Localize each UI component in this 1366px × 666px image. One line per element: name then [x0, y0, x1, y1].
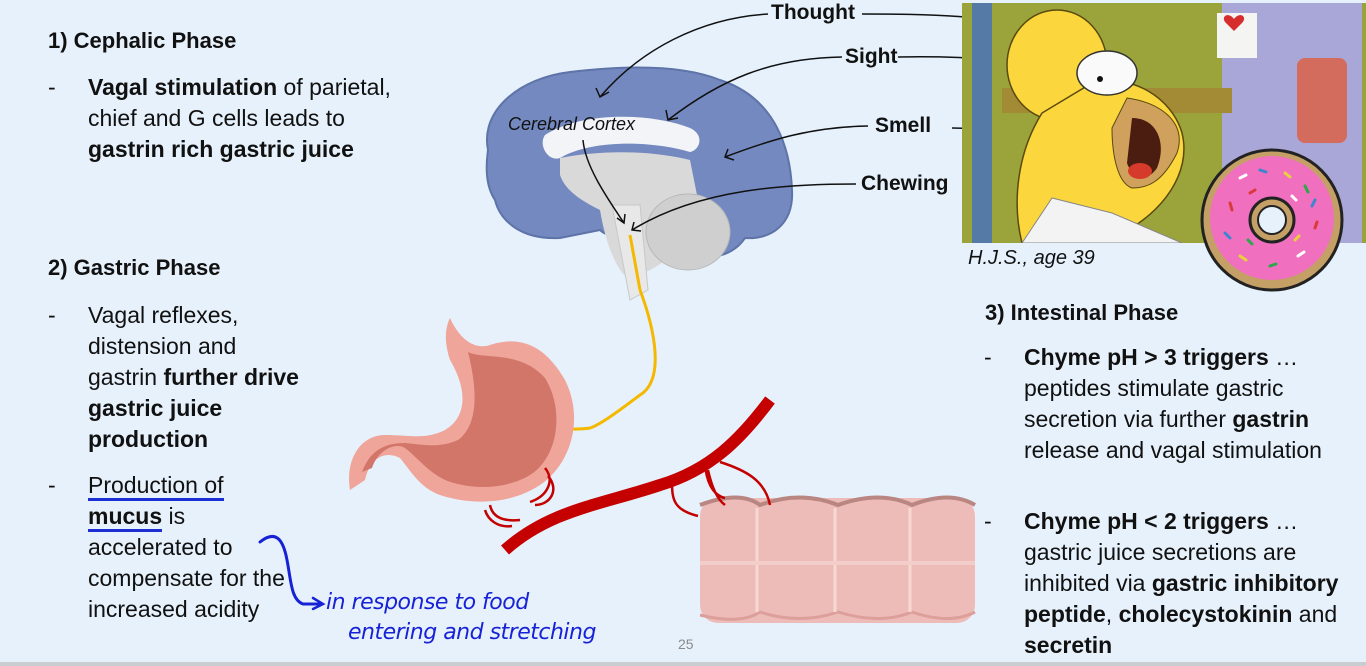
- intestinal-bullet-2: - Chyme pH < 2 triggers … gastric juice …: [984, 506, 1354, 661]
- stimulus-label-thought: Thought: [771, 1, 855, 24]
- body-text: is accelerated to compensate for the inc…: [88, 503, 285, 622]
- cephalic-phase-heading: 1) Cephalic Phase: [48, 28, 237, 53]
- body-text: of parietal, chief and G cells leads to: [88, 74, 391, 131]
- intestinal-bullet-1: - Chyme pH > 3 triggers … peptides stimu…: [984, 342, 1344, 466]
- donut-icon: [1200, 148, 1344, 292]
- body-text: and: [1292, 601, 1338, 627]
- bold-text: Chyme pH < 2 triggers: [1024, 508, 1269, 534]
- handwritten-annotation: in response to food entering and stretch…: [326, 588, 596, 648]
- bullet-dash: -: [984, 344, 992, 370]
- bold-text: gastrin rich gastric juice: [88, 136, 354, 162]
- bullet-dash: -: [48, 74, 56, 100]
- bullet-dash: -: [48, 302, 56, 328]
- annotation-line: in response to food: [326, 590, 529, 615]
- gastric-bullet-2: - Production of mucus is accelerated to …: [48, 470, 288, 625]
- handwritten-underline-text: Production of: [88, 472, 224, 501]
- body-text: ,: [1105, 601, 1119, 627]
- body-text: … peptides stimulate gastric secretion v…: [1024, 344, 1299, 432]
- page-number: 25: [678, 636, 694, 652]
- bold-text: further drive gastric juice production: [88, 364, 299, 452]
- gastric-phase-heading: 2) Gastric Phase: [48, 255, 221, 280]
- intestine-illustration: [699, 460, 977, 623]
- handwritten-underline-bold: mucus: [88, 503, 163, 532]
- cephalic-bullet: - Vagal stimulation of parietal, chief a…: [48, 72, 418, 165]
- bold-text: secretin: [1024, 632, 1113, 658]
- bullet-dash: -: [984, 508, 992, 534]
- cerebral-cortex-label: Cerebral Cortex: [508, 114, 636, 134]
- intestinal-phase-heading: 3) Intestinal Phase: [985, 300, 1179, 325]
- photo-caption: H.J.S., age 39: [968, 247, 1095, 269]
- bold-text: gastric inhibitory peptide: [1024, 570, 1339, 627]
- annotation-line: entering and stretching: [348, 620, 596, 645]
- stimulus-label-chewing: Chewing: [861, 172, 949, 195]
- stimulus-label-smell: Smell: [875, 114, 932, 137]
- body-text: … gastric juice secretions are inhibited…: [1024, 508, 1299, 596]
- brain-illustration: [485, 66, 794, 301]
- handwritten-arrow-icon: [258, 535, 326, 611]
- bold-text: Vagal stimulation: [88, 74, 278, 100]
- body-text: release and vagal stimulation: [1024, 437, 1322, 463]
- stomach-illustration: [349, 318, 575, 502]
- stimulus-label-sight: Sight: [845, 45, 898, 68]
- artery-illustration: [483, 396, 775, 555]
- bold-text: cholecystokinin: [1118, 601, 1293, 627]
- bold-text: Chyme pH > 3 triggers: [1024, 344, 1269, 370]
- body-text: Vagal reflexes, distension and gastrin: [88, 302, 239, 390]
- bold-text: gastrin: [1232, 406, 1310, 432]
- gastric-bullet-1: - Vagal reflexes, distension and gastrin…: [48, 300, 308, 455]
- bullet-dash: -: [48, 472, 56, 498]
- bottom-divider: [0, 662, 1366, 666]
